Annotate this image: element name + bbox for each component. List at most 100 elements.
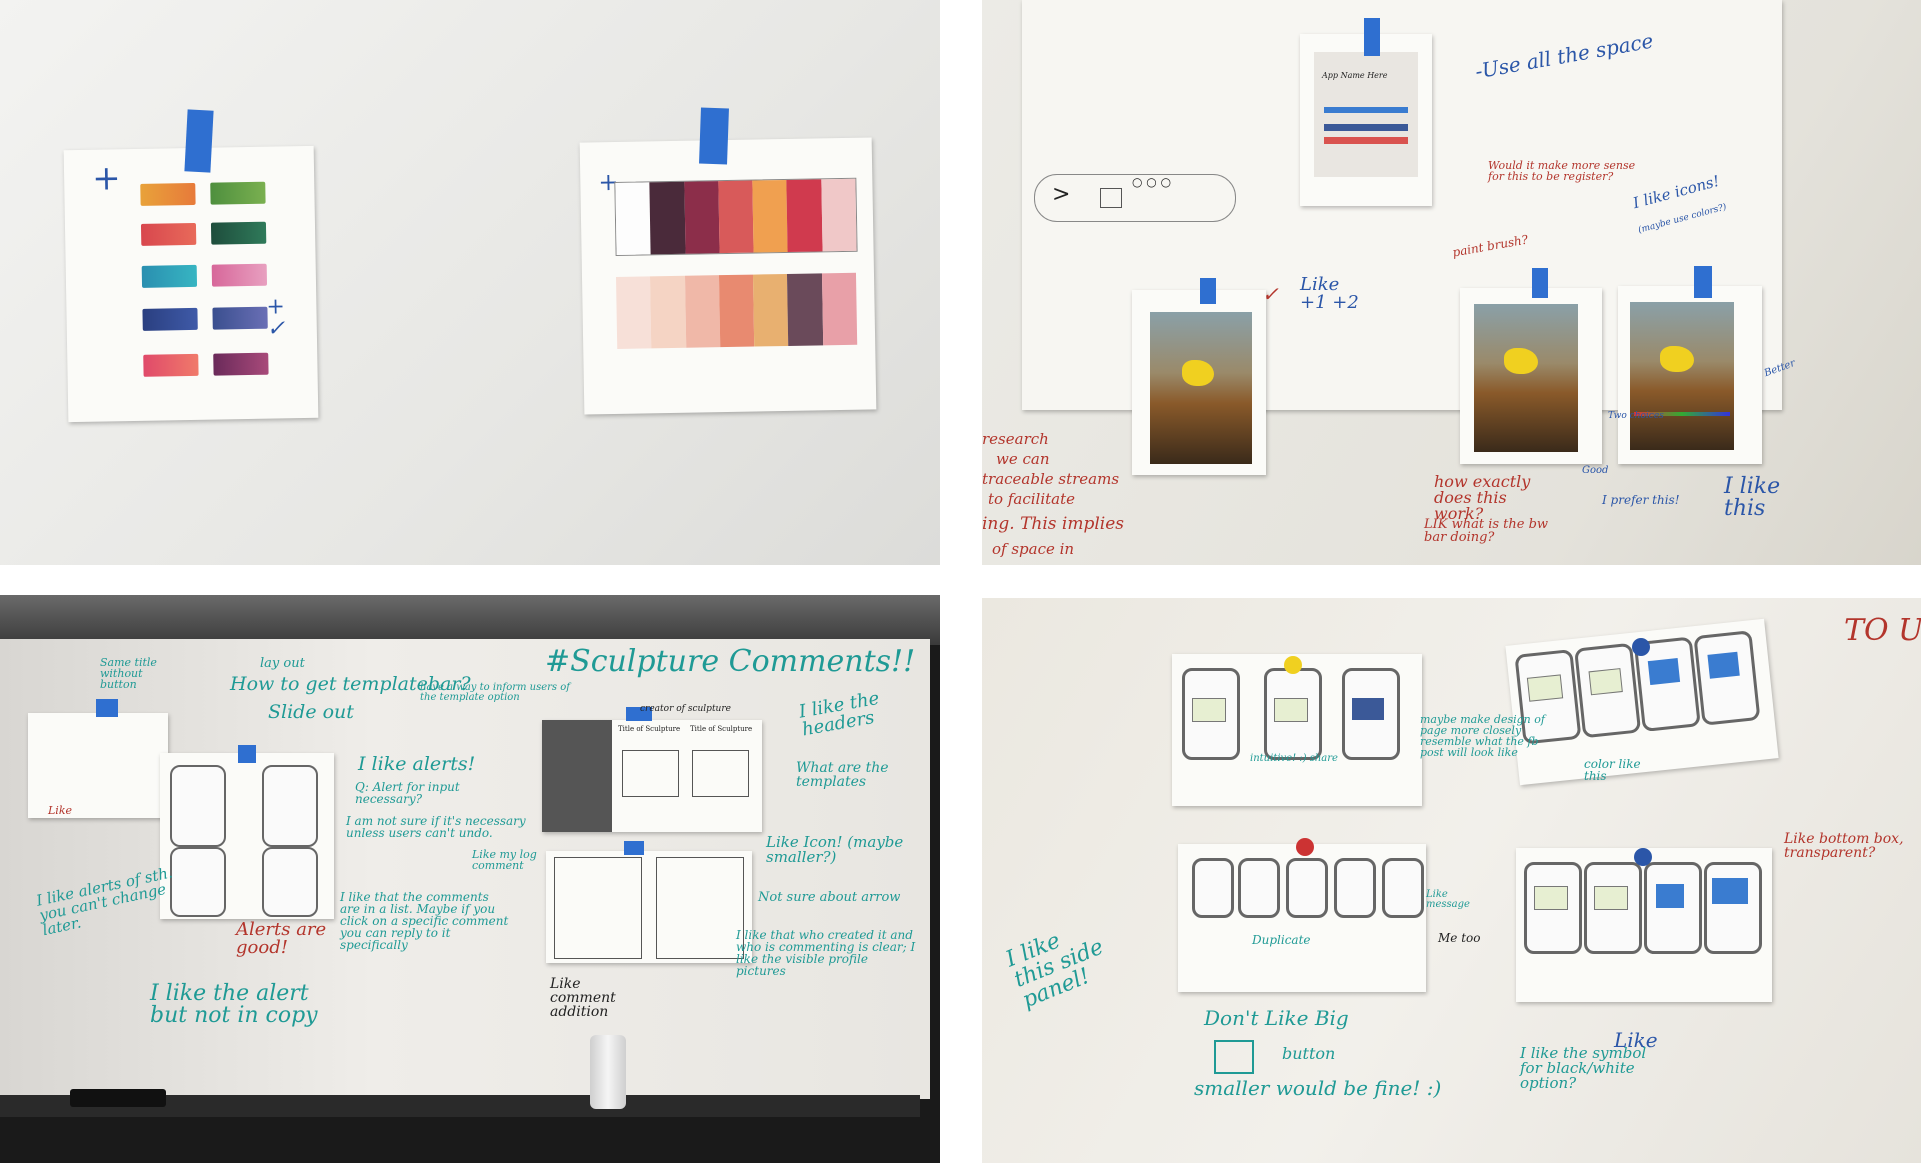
pin-yellow (1284, 656, 1302, 674)
login-mockup: App Name Here (1314, 52, 1418, 177)
panel-storyboards: intuitive! :) share maybe make design of… (982, 598, 1921, 1163)
photo-screen-3 (1618, 286, 1762, 464)
note-fragment: to facilitate (988, 490, 1075, 508)
note-like-symbol: I like the symbol for black/white option… (1520, 1044, 1647, 1092)
swatch (210, 181, 266, 205)
note-not-sure-arrow: Not sure about arrow (758, 890, 901, 905)
swatch (142, 307, 198, 331)
note-like-side-panel: I like this side panel! (1002, 928, 1108, 1014)
tape (1364, 18, 1380, 56)
note-good: Good (1582, 465, 1609, 476)
tape (96, 699, 118, 717)
check-mark: ✓ (1262, 282, 1279, 306)
tape (1200, 278, 1216, 304)
note-metoo: Me too (1438, 931, 1481, 945)
pin-blue (1632, 638, 1650, 656)
card-title-1: Title of Sculpture (618, 725, 681, 733)
tape (238, 745, 256, 763)
photo-screen-2 (1460, 288, 1602, 464)
note-like-small: Like (48, 804, 72, 817)
tape (626, 707, 652, 721)
note-creator-label: creator of sculpture (640, 704, 731, 714)
pin-blue (1634, 848, 1652, 866)
note-i-prefer: I prefer this! (1602, 493, 1680, 507)
mockup-sheet-1 (28, 713, 168, 818)
note-fragment: research (982, 430, 1049, 448)
mockup-sheet-3: Title of Sculpture Title of Sculpture (542, 720, 762, 832)
swatch (143, 353, 199, 377)
note-like-message: Like message (1426, 889, 1470, 910)
palette-strip-dark (614, 177, 858, 256)
tape (699, 107, 729, 165)
note-duplicate: Duplicate (1252, 933, 1311, 947)
checkbox-sketch (1214, 1040, 1254, 1074)
note-register: Would it make more sense for this to be … (1488, 159, 1636, 183)
tape (1694, 266, 1712, 298)
note-like-list: I like that the comments are in a list. … (340, 890, 509, 952)
note-fragment: we can (996, 450, 1050, 468)
note-bw-bar: LIK what is the bw bar doing? (1424, 517, 1549, 545)
mockup-sheet-2 (160, 753, 334, 919)
note-layout: lay out (260, 656, 305, 671)
swatch (210, 221, 267, 245)
panel-sculpture-comments: #Sculpture Comments!! Title of Sculpture… (0, 595, 940, 1163)
swatch (140, 222, 197, 246)
mockup-sheet-4 (546, 851, 752, 963)
dots-icon: ○ ○ ○ (1132, 175, 1172, 189)
panel-color-palettes: + +✓ + (0, 0, 940, 565)
note-two-choices: Two choices (1608, 411, 1664, 421)
swatch (212, 306, 268, 330)
x-mark: + (91, 158, 121, 199)
note-inform: have a way to inform users of the templa… (420, 682, 570, 703)
cube-icon (1100, 188, 1122, 208)
note-like-comment-addition: Like comment addition (550, 976, 616, 1020)
note-to-u: TO U (1844, 613, 1921, 648)
note-like-creator: I like that who created it and who is co… (736, 928, 916, 978)
whiteboard-tray (0, 1095, 920, 1117)
note-how-exactly: how exactly does this work? (1434, 472, 1531, 523)
swatch (141, 264, 198, 288)
slider-sketch (1034, 174, 1236, 222)
swatch (140, 182, 196, 206)
note-slide-out: Slide out (268, 701, 354, 723)
eraser (70, 1089, 166, 1107)
note-what-templates: What are the templates (796, 760, 889, 790)
card-title-2: Title of Sculpture (690, 725, 753, 733)
palette-sheet-right: + (579, 137, 877, 415)
note-how-template: How to get templatebar? (230, 673, 471, 695)
panel-app-screens: App Name Here -Use all the space Would i… (982, 0, 1921, 565)
note-i-like-this: I like this (1724, 474, 1781, 521)
note-like-alert-not-copy: I like the alert but not in copy (150, 981, 318, 1028)
note-fragment: of space in (992, 540, 1075, 558)
swatch (213, 352, 269, 376)
note-alert-necessary: Q: Alert for input necessary? (355, 780, 460, 806)
note-dont-like-big: Don't Like Big (1204, 1006, 1349, 1030)
note-like: Like (1614, 1028, 1658, 1052)
ceiling (0, 595, 940, 645)
note-fragment: traceable streams (982, 470, 1120, 488)
swatch (211, 263, 268, 287)
palette-sheet-left: + +✓ (63, 145, 319, 423)
note-maybe-design: maybe make design of page more closely r… (1420, 713, 1545, 759)
note-i-like-alerts: I like alerts! (358, 753, 476, 775)
tape (624, 841, 644, 855)
storyboard-sheet-c (1178, 844, 1426, 992)
note-same-title: Same title without button (100, 656, 157, 691)
note-not-sure: I am not sure if it's necessary unless u… (346, 814, 526, 840)
storyboard-sheet-d (1516, 848, 1772, 1002)
check-marks: +✓ (266, 294, 286, 342)
note-like-icon: Like Icon! (maybe smaller?) (766, 833, 904, 866)
tape (1532, 268, 1548, 298)
note-intuitive: intuitive! :) share (1250, 753, 1338, 764)
glue-bottle (590, 1035, 626, 1109)
login-screen-sheet: App Name Here (1300, 34, 1432, 206)
chevron-right-icon: > (1052, 182, 1071, 207)
palette-strip-light (615, 272, 858, 349)
note-like-plus: Like +1 +2 (1300, 274, 1359, 313)
pin-red (1296, 838, 1314, 856)
note-color: color like this (1584, 757, 1641, 783)
note-like-log: Like my log comment (472, 848, 537, 872)
note-fragment: ing. This implies (982, 514, 1125, 534)
tape (184, 109, 214, 173)
note-like-bottom-box: Like bottom box, transparent? (1784, 831, 1904, 861)
